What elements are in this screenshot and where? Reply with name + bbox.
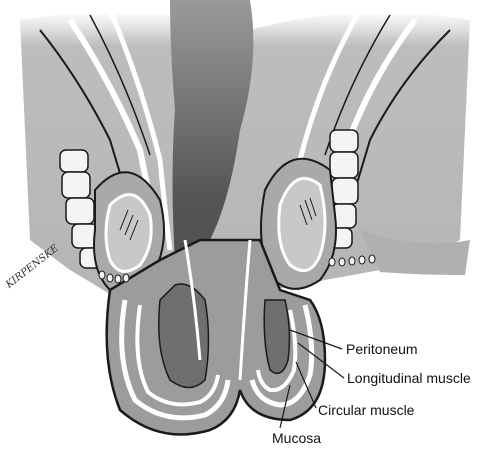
- prolapse-lumen: [159, 284, 209, 388]
- prolapse-lumen-right: [264, 300, 289, 373]
- left-fold-inner: [106, 195, 151, 272]
- label-longitudinal-muscle: Longitudinal muscle: [347, 370, 471, 386]
- label-circular-muscle: Circular muscle: [318, 402, 414, 418]
- right-fold-inner: [279, 178, 325, 270]
- label-mucosa: Mucosa: [272, 430, 321, 446]
- label-peritoneum: Peritoneum: [346, 341, 418, 357]
